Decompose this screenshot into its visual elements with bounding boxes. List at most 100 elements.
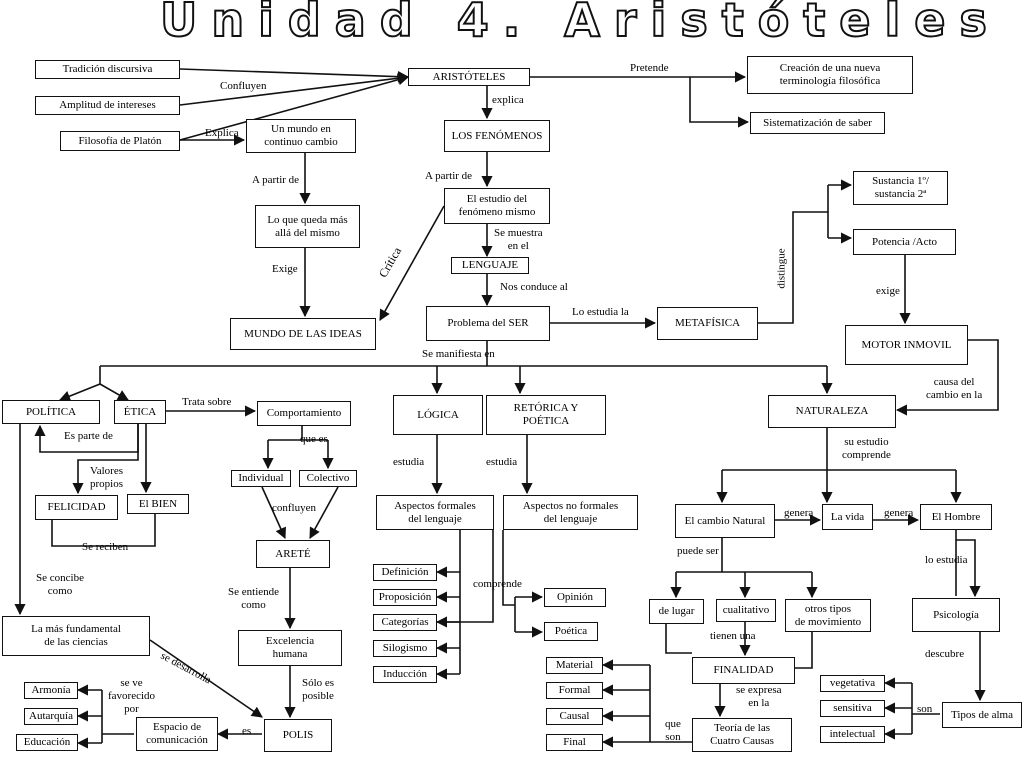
node-vegetativa: vegetativa — [820, 675, 885, 692]
label-se-entiende: Se entiende como — [228, 586, 280, 611]
label-genera1: genera — [784, 507, 814, 519]
label-trata-sobre: Trata sobre — [182, 396, 232, 408]
node-naturaleza: NATURALEZA — [768, 395, 896, 428]
node-colectivo: Colectivo — [299, 470, 357, 487]
node-intelectual: intelectual — [820, 726, 885, 743]
label-distingue: distingue — [775, 248, 788, 289]
node-mundo-ideas: MUNDO DE LAS IDEAS — [230, 318, 376, 350]
label-descubre: descubre — [925, 648, 965, 660]
label-se-muestra: Se muestra en el — [494, 227, 543, 252]
label-solo-es: Sólo es posible — [302, 677, 335, 702]
label-es: es — [242, 725, 252, 737]
node-formales: Aspectos formales del lenguaje — [376, 495, 494, 530]
node-retorica: RETÓRICA Y POÉTICA — [486, 395, 606, 435]
node-politica: POLÍTICA — [2, 400, 100, 424]
node-individual: Individual — [231, 470, 291, 487]
node-sistematizacion: Sistematización de saber — [750, 112, 885, 134]
label-explica: explica — [492, 94, 524, 106]
node-armonia: Armonía — [24, 682, 78, 699]
label-son: son — [917, 703, 933, 715]
label-se-expresa: se expresa en la — [736, 684, 782, 709]
label-causa-del: causa del cambio en la — [926, 376, 983, 401]
label-nos-conduce: Nos conduce al — [500, 281, 568, 293]
node-arete: ARETÉ — [256, 540, 330, 568]
node-de-lugar: de lugar — [649, 599, 704, 624]
node-bien: El BIEN — [127, 494, 189, 514]
node-polis: POLIS — [264, 719, 332, 752]
node-educacion: Educación — [16, 734, 78, 751]
node-autarquia: Autarquía — [24, 708, 78, 725]
label-tienen-una: tienen una — [710, 630, 756, 642]
node-cualitativo: cualitativo — [716, 599, 776, 622]
node-definicion: Definición — [373, 564, 437, 581]
node-problema-ser: Problema del SER — [426, 306, 550, 341]
label-es-parte-de: Es parte de — [64, 430, 113, 442]
node-poetica: Poética — [544, 622, 598, 641]
node-potencia: Potencia /Acto — [853, 229, 956, 255]
node-mundo-cambio: Un mundo en continuo cambio — [246, 119, 356, 153]
node-excelencia: Excelencia humana — [238, 630, 342, 666]
node-logica: LÓGICA — [393, 395, 483, 435]
label-confluyen: Confluyen — [220, 80, 267, 92]
node-estudio-fenomeno: El estudio del fenómeno mismo — [444, 188, 550, 224]
node-fundamental: La más fundamental de las ciencias — [2, 616, 150, 656]
label-pretende: Pretende — [630, 62, 669, 74]
node-otros-tipos: otros tipos de movimiento — [785, 599, 871, 632]
node-formal: Formal — [546, 682, 603, 699]
node-no-formales: Aspectos no formales del lenguaje — [503, 495, 638, 530]
node-metafisica: METAFÍSICA — [657, 307, 758, 340]
node-comportamiento: Comportamiento — [257, 401, 351, 426]
node-amplitud: Amplitud de intereses — [35, 96, 180, 115]
label-su-estudio: su estudio comprende — [842, 436, 891, 461]
node-creacion: Creación de una nueva terminología filos… — [747, 56, 913, 94]
node-categorias: Categorías — [373, 614, 437, 631]
label-genera2: genera — [884, 507, 914, 519]
label-exige2: exige — [876, 285, 900, 297]
node-la-vida: La vida — [822, 504, 873, 530]
node-finalidad: FINALIDAD — [692, 657, 795, 684]
label-valores: Valores propios — [90, 465, 123, 490]
node-induccion: Inducción — [373, 666, 437, 683]
label-comprende: comprende — [473, 578, 522, 590]
label-estudia1: estudia — [393, 456, 425, 468]
label-que-son: que son — [665, 718, 681, 743]
label-a-partir-de-2: A partir de — [425, 170, 473, 182]
label-que-es: que es — [300, 433, 328, 445]
node-sensitiva: sensitiva — [820, 700, 885, 717]
label-lo-estudia: lo estudia — [925, 554, 968, 566]
node-motor: MOTOR INMOVIL — [845, 325, 968, 365]
node-proposicion: Proposición — [373, 589, 437, 606]
page-title: Unidad 4. Aristóteles — [159, 0, 1001, 47]
node-material: Material — [546, 657, 603, 674]
node-felicidad: FELICIDAD — [35, 495, 118, 520]
node-psicologia: Psicología — [912, 598, 1000, 632]
label-explica2: Explica — [205, 127, 239, 139]
node-tipos-alma: Tipos de alma — [942, 702, 1022, 728]
label-se-manifiesta: Se manifiesta en — [422, 348, 495, 360]
node-platon: Filosofía de Platón — [60, 131, 180, 151]
node-silogismo: Silogismo — [373, 640, 437, 657]
label-estudia2: estudia — [486, 456, 518, 468]
node-teoria: Teoría de las Cuatro Causas — [692, 718, 792, 752]
node-causal: Causal — [546, 708, 603, 725]
node-sustancia: Sustancia 1º/ sustancia 2ª — [853, 171, 948, 205]
node-tradicion: Tradición discursiva — [35, 60, 180, 79]
node-aristoteles: ARISTÓTELES — [408, 68, 530, 86]
label-se-concibe: Se concibe como — [36, 572, 84, 597]
label-lo-estudia-la: Lo estudia la — [572, 306, 629, 318]
label-se-reciben: Se reciben — [82, 541, 129, 553]
node-espacio: Espacio de comunicación — [136, 717, 218, 751]
node-final: Final — [546, 734, 603, 751]
node-etica: ÉTICA — [114, 400, 166, 424]
label-puede-ser: puede ser — [677, 545, 719, 557]
label-exige: Exige — [272, 263, 298, 275]
node-cambio-natural: El cambio Natural — [675, 504, 775, 538]
label-se-ve: se ve favorecido por — [108, 677, 156, 715]
label-a-partir-de-1: A partir de — [252, 174, 300, 186]
node-lo-que-queda: Lo que queda más allá del mismo — [255, 205, 360, 248]
node-fenomenos: LOS FENÓMENOS — [444, 120, 550, 152]
node-opinion: Opinión — [544, 588, 606, 607]
node-el-hombre: El Hombre — [920, 504, 992, 530]
label-confluyen2: confluyen — [272, 502, 316, 514]
